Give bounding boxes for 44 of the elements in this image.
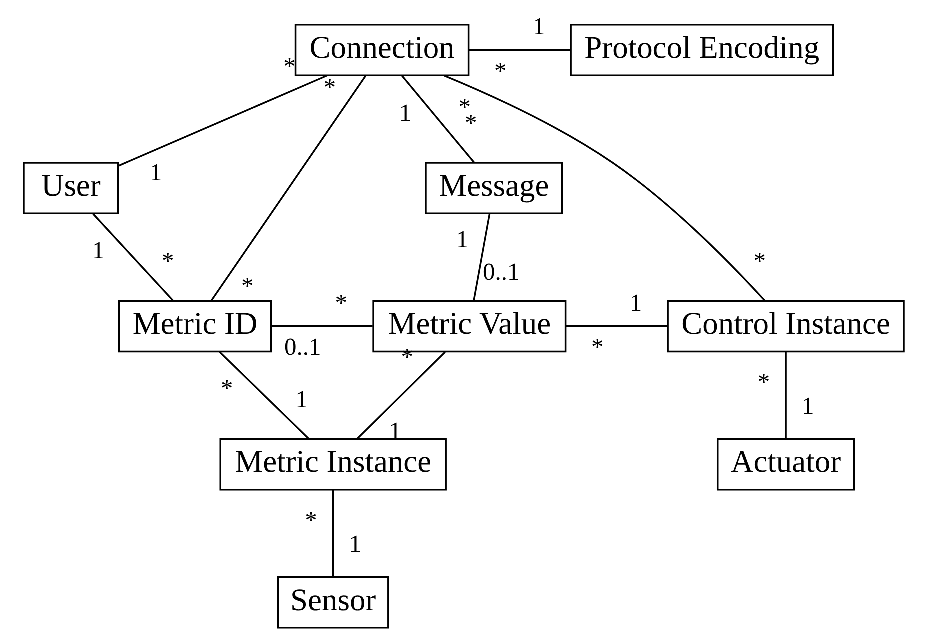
label: * — [284, 53, 296, 80]
label: 0..1 — [483, 259, 520, 286]
node-box: Protocol Encoding — [570, 24, 834, 76]
label: 1 — [533, 14, 546, 41]
label: * — [758, 369, 770, 396]
connector — [469, 49, 571, 52]
label: 1 — [802, 392, 814, 420]
connector — [566, 326, 668, 328]
node-box: Sensor — [277, 576, 390, 629]
connector — [118, 74, 328, 167]
label: * — [162, 248, 174, 276]
label: 1 — [456, 226, 469, 254]
node-box: Message — [425, 162, 564, 215]
connector — [785, 352, 787, 439]
label: * — [324, 74, 336, 102]
label: * — [242, 272, 254, 300]
connector — [473, 214, 491, 301]
node-box: User — [23, 162, 120, 215]
label: 1 — [92, 238, 105, 265]
label: * — [305, 507, 318, 534]
connector — [210, 75, 367, 302]
connector — [332, 490, 334, 577]
connector — [402, 76, 475, 164]
label: 1 — [150, 159, 162, 186]
connector — [444, 74, 766, 302]
connector — [219, 352, 310, 440]
node-box: Connection — [294, 24, 470, 76]
label: 0..1 — [284, 334, 322, 361]
label: * — [754, 248, 766, 276]
label: * — [591, 334, 604, 361]
label: * — [335, 290, 348, 317]
node-box: Metric ID — [118, 300, 272, 353]
label: 1 — [349, 530, 362, 558]
connector — [356, 352, 446, 440]
label: * — [221, 375, 234, 402]
node-box: Actuator — [717, 438, 856, 491]
connector — [271, 326, 373, 328]
node-box: Metric Instance — [220, 438, 447, 491]
node-box: Control Instance — [667, 300, 905, 353]
connector — [92, 214, 174, 302]
label: 1 — [630, 290, 642, 317]
label: 1 — [399, 100, 412, 127]
label: * — [494, 58, 507, 85]
label: 1 — [296, 386, 308, 414]
